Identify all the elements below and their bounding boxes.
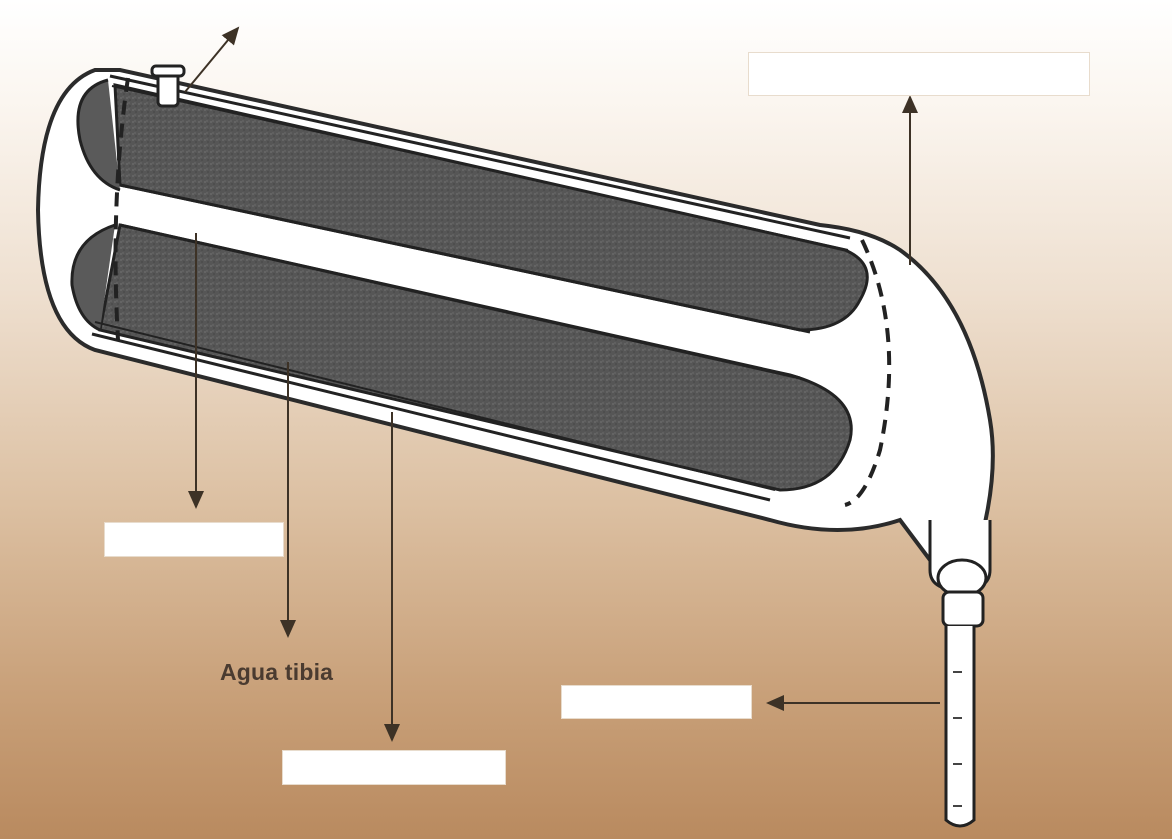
blank-label-right-bottom[interactable] — [561, 685, 752, 719]
warm-water-label: Agua tibia — [220, 659, 333, 686]
blank-label-top-right[interactable] — [748, 52, 1090, 96]
blank-label-bottom-center[interactable] — [282, 750, 506, 785]
top-fitting — [152, 66, 184, 106]
blank-label-left-bottom[interactable] — [104, 522, 284, 557]
arrow-top-fitting — [185, 28, 238, 92]
graduated-tube — [930, 520, 990, 826]
